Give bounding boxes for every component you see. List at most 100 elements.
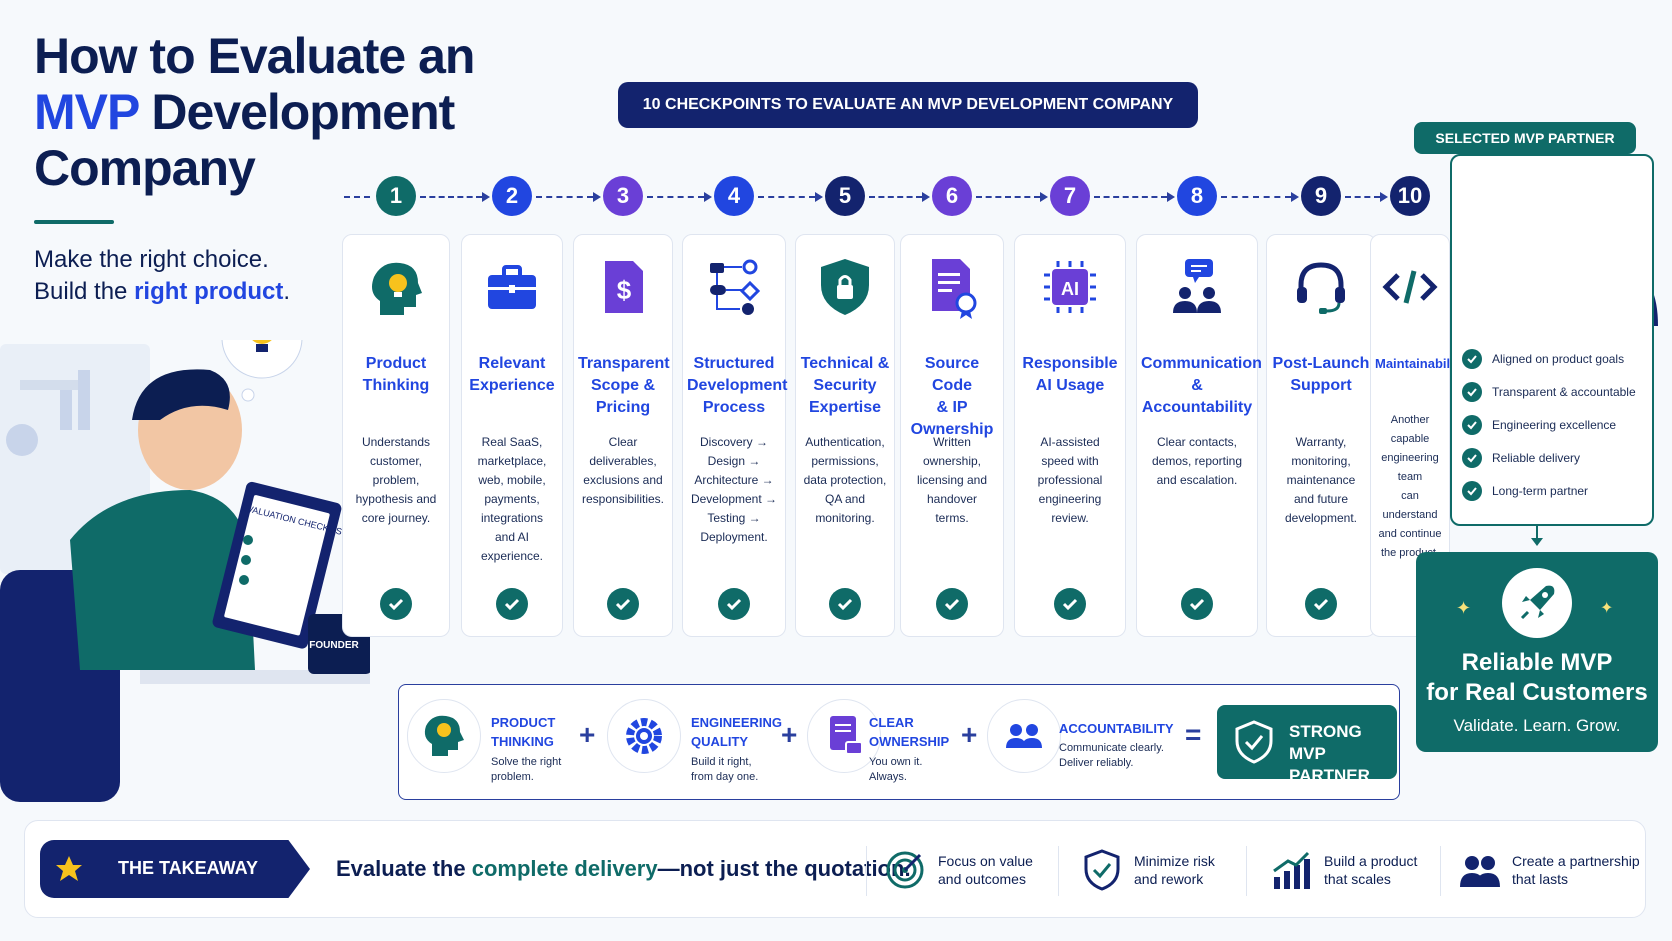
partner-arrow-line: [1536, 526, 1538, 540]
headset-icon: [1289, 255, 1353, 319]
checkpoint-description-line: terms.: [935, 511, 969, 525]
checkpoint-title-line: Transparent: [578, 355, 670, 372]
check-icon: [829, 588, 861, 620]
checkpoint-description-line: monitoring,: [1291, 454, 1351, 468]
title-line-2: Development: [138, 84, 455, 140]
step-number-7: 7: [1050, 176, 1090, 216]
checkpoint-description-line: can understand: [1382, 490, 1438, 521]
step-connector: [647, 196, 704, 198]
svg-text:AI: AI: [1061, 279, 1079, 299]
checkpoint-description-line: Authentication,: [805, 435, 885, 449]
founder-hair: [132, 369, 230, 420]
partner-quality-item: Aligned on product goals: [1462, 342, 1652, 375]
checkpoint-description-line: experience.: [480, 549, 544, 563]
checkpoint-title-line: &: [1191, 377, 1203, 394]
team-chat-icon: [1165, 255, 1229, 319]
dashboard-column: [78, 370, 90, 430]
step-number-9: 9: [1301, 176, 1341, 216]
step-connector-arrowhead: [1380, 192, 1388, 202]
checkpoint-title-line: Post-Launch: [1272, 355, 1370, 372]
step-connector-arrowhead: [1167, 192, 1175, 202]
document-lock-icon: [807, 699, 881, 773]
step-connector: [1094, 196, 1167, 198]
title-underline: [34, 220, 114, 224]
checkpoint-description-line: handover: [926, 492, 978, 506]
formula-desc-line: from day one.: [691, 771, 759, 783]
plus-sign: +: [781, 719, 798, 750]
checkpoint-description-line: customer,: [369, 454, 423, 468]
takeaway-item-line: Build a product: [1324, 853, 1418, 869]
checkpoint-title-line: & IP: [936, 399, 968, 416]
checkpoint-description: Discovery →Design →Architecture →Develop…: [689, 433, 779, 547]
plus-sign: +: [579, 719, 596, 750]
step-number-1: 1: [376, 176, 416, 216]
partner-quality-item: Transparent & accountable: [1462, 375, 1652, 408]
check-icon: [380, 588, 412, 620]
takeaway-item-line: Create a partnership: [1512, 853, 1640, 869]
checkpoint-description-line: web, mobile,: [478, 473, 546, 487]
partnership-icon: [1460, 856, 1500, 887]
checkpoint-description-line: speed with: [1041, 454, 1099, 468]
takeaway-item-line: that scales: [1324, 871, 1391, 887]
checkpoint-description-line: integrations: [480, 511, 544, 525]
rocket-icon: [1502, 568, 1572, 638]
shield-check-icon: [1235, 720, 1273, 764]
step-connector: [758, 196, 815, 198]
checkpoint-description-line: maintenance: [1286, 473, 1356, 487]
sparkle-icon: ✦: [1600, 600, 1614, 617]
step-connector-arrowhead: [922, 192, 930, 202]
partner-quality-label: Aligned on product goals: [1492, 351, 1625, 366]
takeaway-item-scale: Build a product that scales: [1270, 842, 1417, 898]
selected-partner-panel: [1450, 154, 1654, 526]
step-connector: [1345, 196, 1380, 198]
step-connector: [536, 196, 593, 198]
step-number-3: 3: [603, 176, 643, 216]
checkpoint-description-line: Design →: [707, 454, 761, 468]
checkpoint-title-line: Maintainability: [1375, 356, 1466, 371]
thought-bubble-dot: [241, 388, 255, 402]
formula-desc-line: Communicate clearly.: [1059, 742, 1164, 754]
bulb-base: [256, 344, 268, 352]
takeaway-item-line: Focus on value: [938, 853, 1033, 869]
certificate-document-icon: [920, 255, 984, 319]
code-icon: [1378, 255, 1442, 319]
step-connector-arrowhead: [1291, 192, 1299, 202]
step-connector: [1221, 196, 1291, 198]
takeaway-statement: Evaluate the complete delivery—not just …: [336, 856, 911, 882]
svg-text:$: $: [617, 275, 632, 305]
check-icon: [496, 588, 528, 620]
checklist-check-icon: [243, 535, 253, 545]
checkpoint-title-line: Process: [702, 399, 766, 416]
tagline-highlight: right product: [134, 278, 284, 305]
checkpoint-description-line: engineering team: [1381, 452, 1439, 483]
formula-label-line: OWNERSHIP: [869, 734, 950, 749]
checkpoint-title: Communication&Accountability: [1141, 353, 1262, 419]
product-thinking-icon: [407, 699, 481, 773]
tagline-line-1: Make the right choice.: [34, 246, 269, 273]
strong-line: PARTNER: [1289, 766, 1370, 785]
formula-people-svg: [1006, 724, 1042, 748]
partner-quality-label: Engineering excellence: [1492, 417, 1617, 432]
reliable-mvp-subtitle: Validate. Learn. Grow.: [1453, 716, 1621, 735]
head-lightbulb-icon: [364, 255, 428, 319]
checkpoint-title-line: AI Usage: [1035, 377, 1105, 394]
shield-lock-icon: [813, 255, 877, 319]
reliable-title-line-1: Reliable MVP: [1461, 649, 1613, 676]
checkpoint-title-line: Experience: [469, 377, 555, 394]
partner-arrow-head: [1531, 538, 1543, 546]
checkpoint-description-line: licensing and: [916, 473, 988, 487]
partner-quality-label: Long-term partner: [1492, 483, 1589, 498]
